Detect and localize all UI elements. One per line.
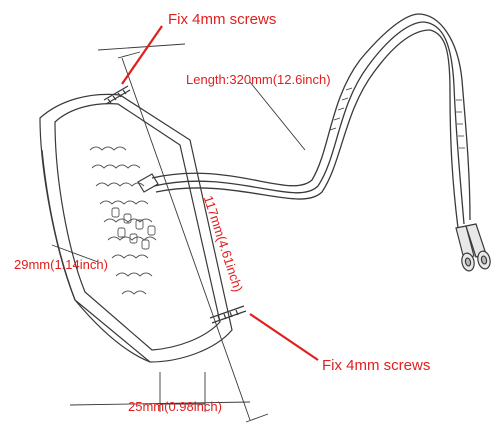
cable <box>151 13 471 229</box>
top-screw <box>103 85 131 105</box>
callout-arrows <box>121 25 319 361</box>
depth-25mm-label: 25mm(0.98inch) <box>128 399 222 414</box>
height-29mm-label: 29mm(1.14inch) <box>14 257 108 272</box>
dimension-lines <box>51 43 306 423</box>
bullet-connectors <box>455 223 491 272</box>
fix-screws-bottom-label: Fix 4mm screws <box>322 357 431 374</box>
lamp-housing <box>39 93 233 363</box>
wire-grommet <box>137 173 159 193</box>
cable-length-label: Length:320mm(12.6inch) <box>186 72 331 87</box>
bottom-screw <box>209 305 247 324</box>
fix-screws-top-label: Fix 4mm screws <box>168 11 277 28</box>
led-array <box>89 146 157 295</box>
